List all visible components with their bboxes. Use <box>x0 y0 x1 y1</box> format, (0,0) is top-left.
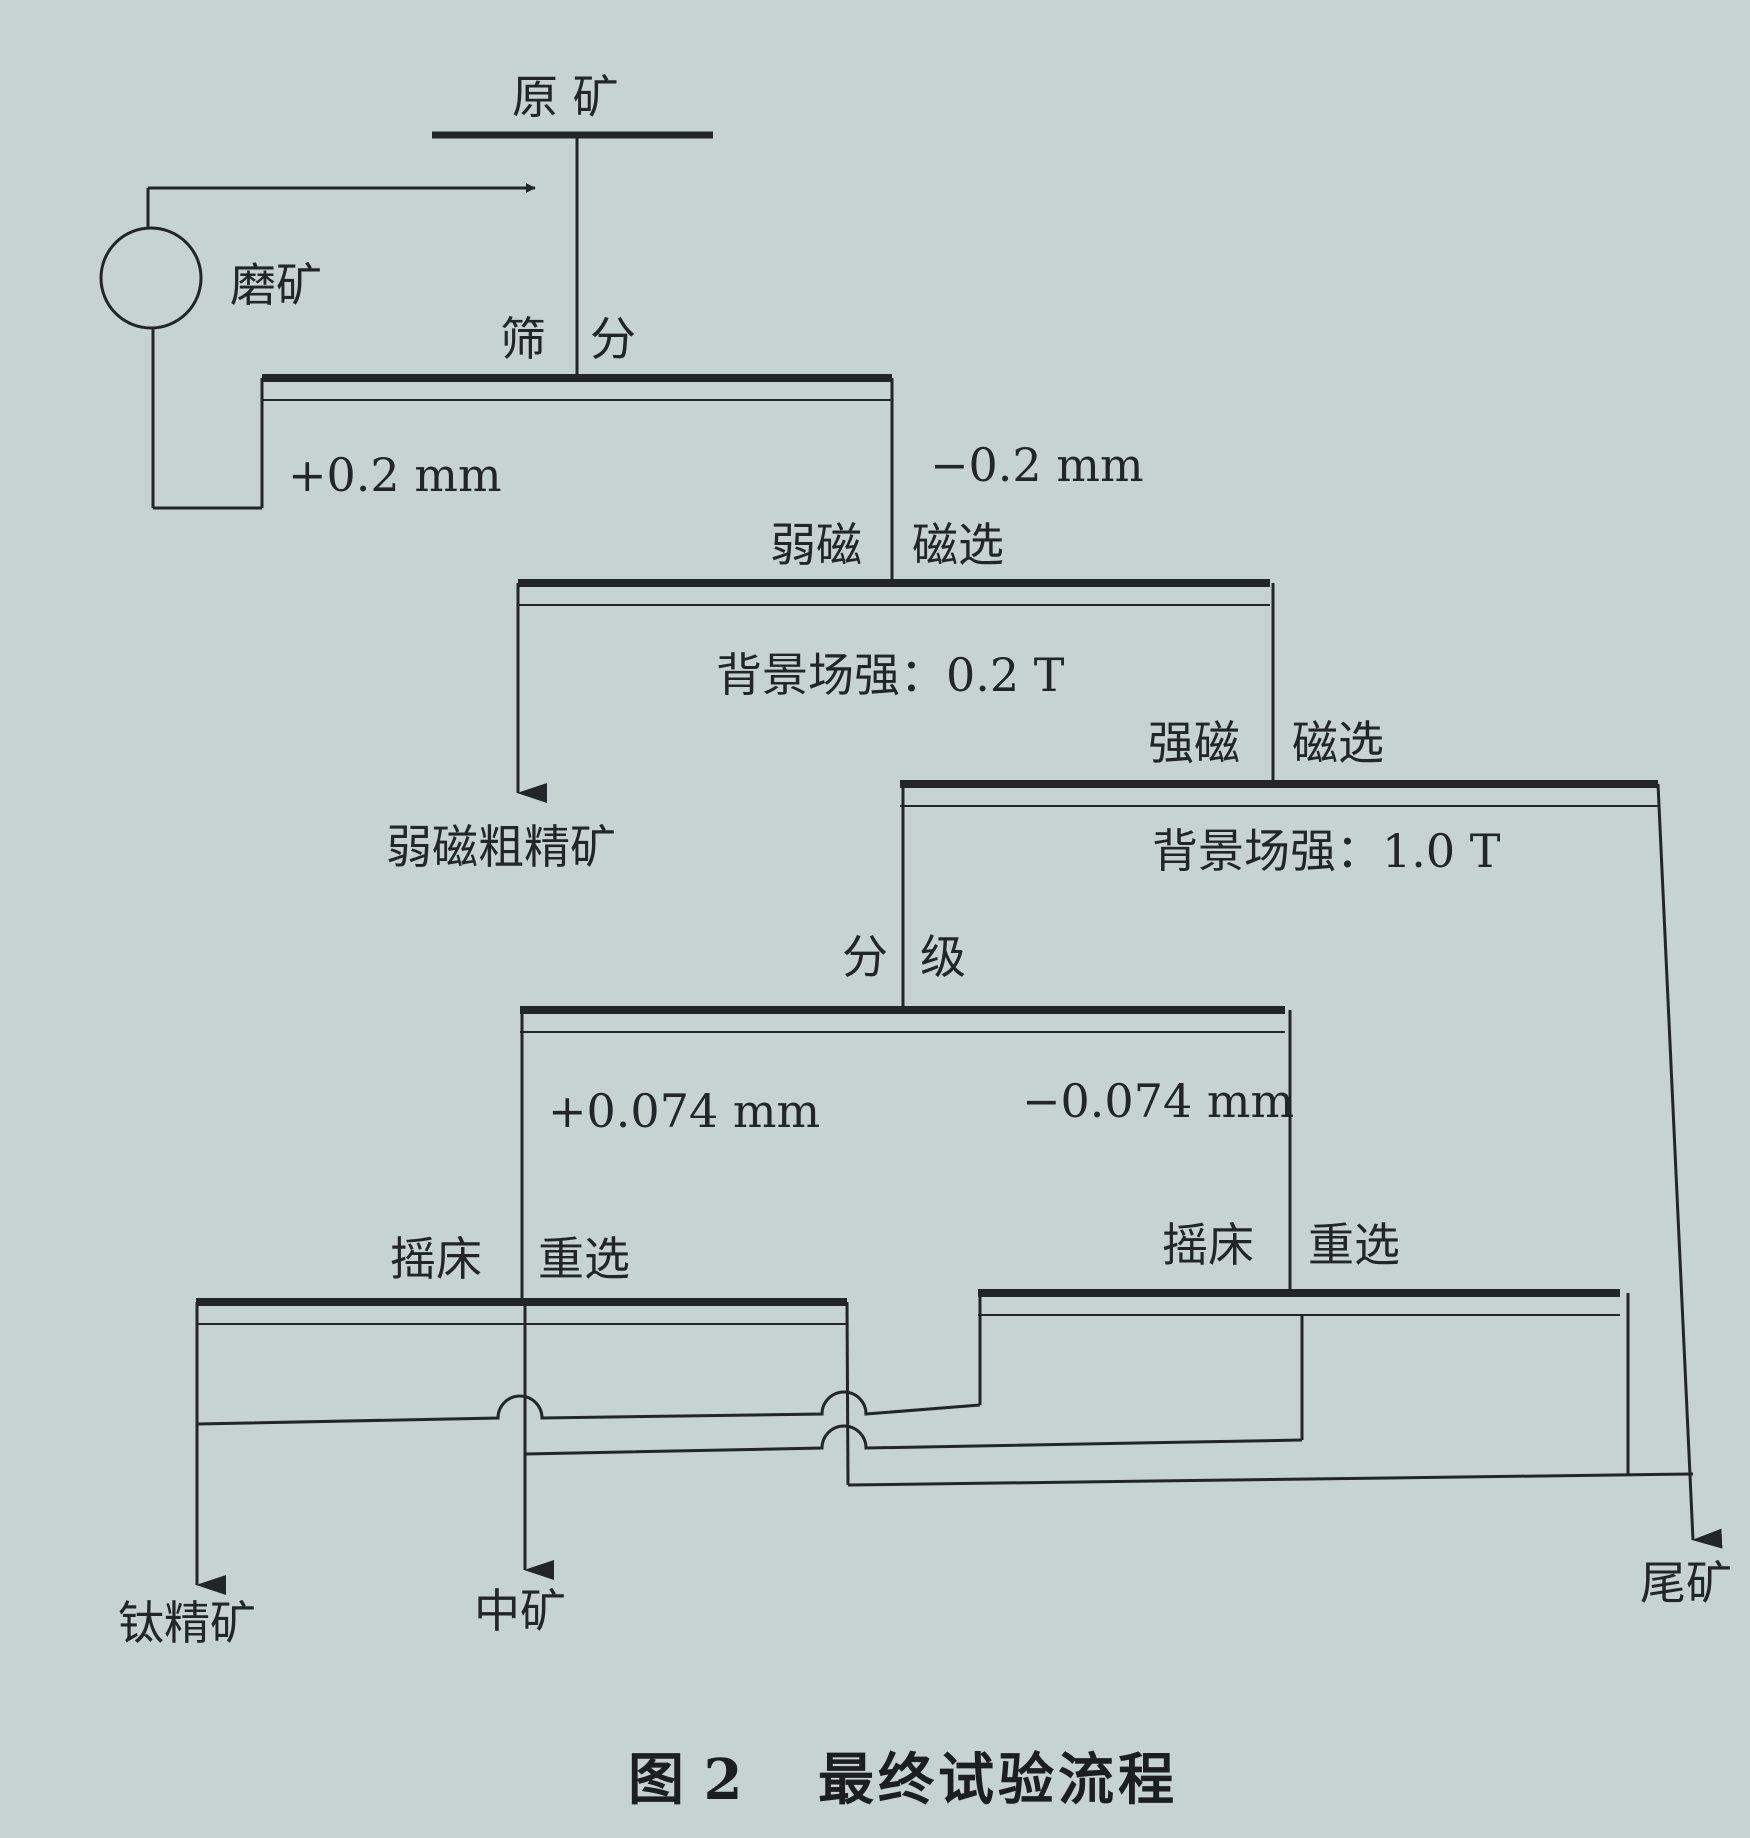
screen-label-left: 筛 <box>500 312 546 366</box>
strong-mag-label-right: 磁选 <box>1292 716 1384 770</box>
ti-concentrate-label: 钛精矿 <box>118 1596 256 1650</box>
weak-field-label: 背景场强：0.2 T <box>716 648 1065 702</box>
middlings-label: 中矿 <box>474 1584 566 1638</box>
table2-label-right: 重选 <box>1308 1218 1400 1272</box>
plus-0074-label: +0.074 mm <box>548 1084 821 1138</box>
grinding-mill <box>99 226 203 330</box>
strong-mag-label-left: 强磁 <box>1148 716 1240 770</box>
classify-label-right: 级 <box>920 930 966 984</box>
table2-label-left: 摇床 <box>1162 1218 1254 1272</box>
table1-label-right: 重选 <box>538 1232 630 1286</box>
ti-conc-return-line <box>196 1390 981 1426</box>
table1-label-left: 摇床 <box>390 1232 482 1286</box>
weak-concentrate-label: 弱磁粗精矿 <box>386 820 616 874</box>
grinding-label: 磨矿 <box>230 258 322 312</box>
raw-ore-label: 原 矿 <box>512 70 619 124</box>
screen-label-right: 分 <box>590 312 636 366</box>
figure-title: 最终试验流程 <box>818 1747 1178 1813</box>
minus-0074-label: −0.074 mm <box>1022 1074 1295 1128</box>
middlings-return-line <box>524 1424 1303 1456</box>
figure-number: 图 2 <box>628 1747 743 1813</box>
tailings-label: 尾矿 <box>1640 1556 1732 1610</box>
strong-field-label: 背景场强：1.0 T <box>1152 824 1501 878</box>
weak-mag-label-right: 磁选 <box>912 518 1004 572</box>
weak-mag-label-left: 弱磁 <box>770 518 862 572</box>
classify-label-left: 分 <box>842 930 888 984</box>
minus-02-label: −0.2 mm <box>930 438 1144 492</box>
tailings-collect-line <box>847 1472 1694 1487</box>
plus-02-label: +0.2 mm <box>288 448 502 502</box>
